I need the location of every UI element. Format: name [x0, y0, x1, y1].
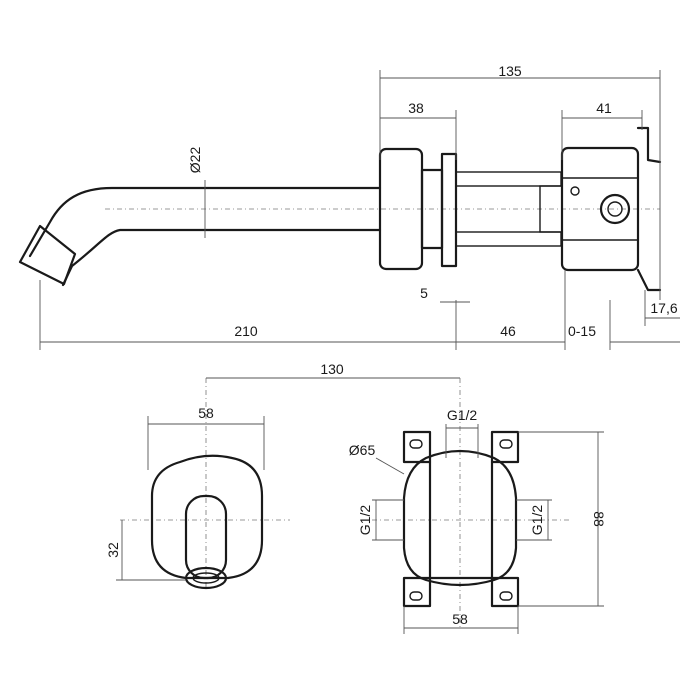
- front-view-valve-box: G1/2 Ø65 G1/2 G1/2 88 58: [349, 378, 607, 634]
- rosette-front: [150, 454, 264, 580]
- dim-box-diameter: Ø65: [349, 442, 376, 458]
- rod-lower: [455, 231, 562, 247]
- side-view: 135 38 41 Ø22 5 210 46 0-15 17,6: [18, 63, 680, 350]
- dim-rosette-width: 58: [198, 405, 214, 421]
- dim-spout-diameter: Ø22: [187, 147, 203, 174]
- dim-box-depth: 41: [596, 100, 612, 116]
- front-view-rosette: 130 58 32: [105, 361, 460, 590]
- dim-rosette-depth: 38: [408, 100, 424, 116]
- rod-upper: [455, 171, 562, 187]
- dim-adjust-range: 0-15: [568, 323, 596, 339]
- dim-rosette-gap: 5: [420, 285, 428, 301]
- valve-box-front: [402, 449, 518, 587]
- mounting-flange: [636, 126, 662, 292]
- dim-mid-length: 46: [500, 323, 516, 339]
- mounting-plate: [440, 152, 458, 268]
- dim-port-top: G1/2: [447, 407, 478, 423]
- spout-body: [28, 186, 382, 287]
- dim-center-distance: 130: [320, 361, 344, 377]
- dim-spout-length: 210: [234, 323, 258, 339]
- lug-bottom-left: [402, 576, 432, 608]
- dim-port-right: G1/2: [529, 505, 545, 536]
- dim-total-depth: 135: [498, 63, 522, 79]
- cartridge-ring: [599, 193, 631, 225]
- spout-outlet-front: [184, 566, 228, 590]
- dim-box-width: 58: [452, 611, 468, 627]
- lug-top-right: [490, 430, 520, 464]
- dim-port-left: G1/2: [357, 505, 373, 536]
- spout-outlet: [18, 224, 77, 286]
- dim-flange-depth: 17,6: [650, 300, 677, 316]
- dim-box-height: 88: [591, 511, 607, 527]
- spout-front: [184, 494, 228, 580]
- dim-spout-height: 32: [105, 542, 121, 558]
- valve-body-side: [560, 146, 640, 272]
